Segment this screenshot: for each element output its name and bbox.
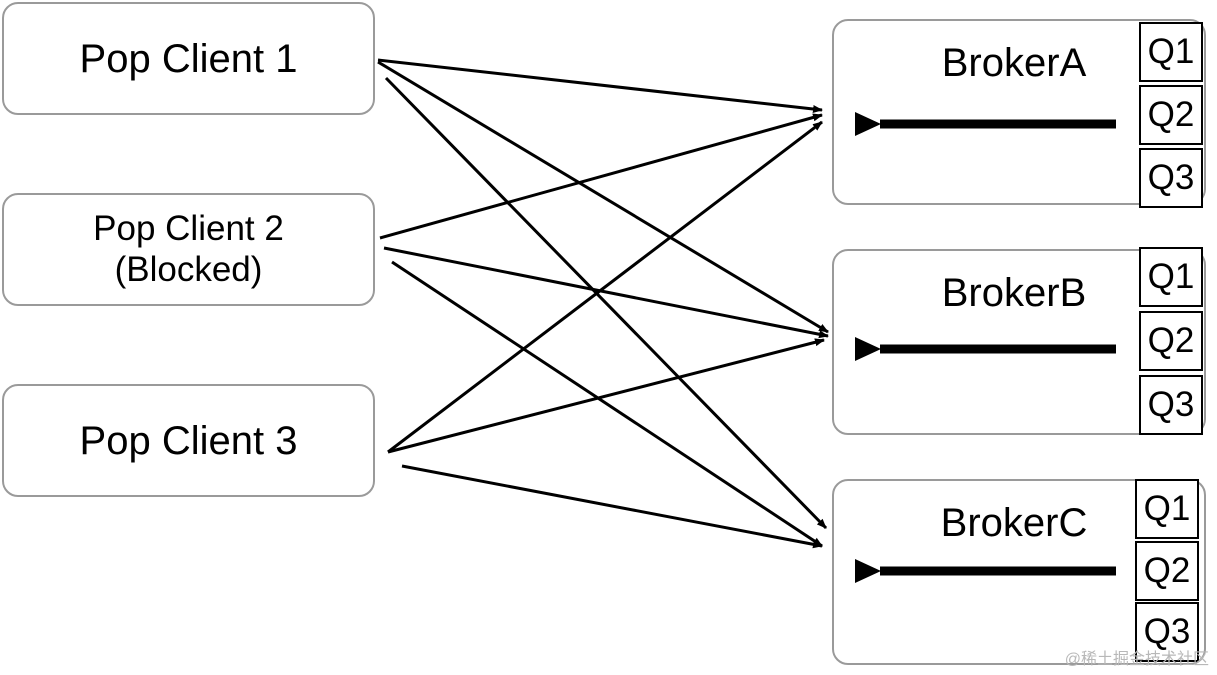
arrow-client1-brokerC [384, 76, 828, 530]
arrow-client2-brokerA [379, 113, 823, 240]
broker-c-name: BrokerC [940, 501, 1088, 545]
broker-b-name: BrokerB [941, 271, 1087, 315]
pop-client-2: Pop Client 2 (Blocked) [2, 193, 375, 306]
broker-a-queue-q1: Q1 [1139, 22, 1203, 82]
pop-client-1-label: Pop Client 1 [79, 36, 298, 81]
broker-c-queue-q1: Q1 [1135, 479, 1199, 539]
broker-b-queue-q2: Q2 [1139, 311, 1203, 371]
pop-client-1: Pop Client 1 [2, 2, 375, 115]
broker-a-queue-q2: Q2 [1139, 85, 1203, 145]
arrow-client2-brokerB [383, 246, 829, 339]
arrow-client3-brokerA [387, 120, 823, 454]
broker-c-queue-q3: Q3 [1135, 602, 1199, 662]
pop-client-2-label: Pop Client 2 [93, 209, 284, 249]
arrow-client3-brokerC [401, 464, 823, 549]
arrow-client1-brokerA [377, 58, 823, 113]
pop-client-2-status: (Blocked) [114, 249, 263, 289]
pop-client-3-label: Pop Client 3 [79, 418, 298, 463]
arrow-client1-brokerB [377, 60, 829, 334]
broker-c-queue-q2: Q2 [1135, 541, 1199, 601]
pop-client-3: Pop Client 3 [2, 384, 375, 497]
broker-b-queue-q1: Q1 [1139, 247, 1203, 307]
watermark-text: @稀土掘金技术社区 [1064, 651, 1209, 668]
broker-b-queue-q3: Q3 [1139, 375, 1203, 435]
broker-a-name: BrokerA [941, 41, 1087, 85]
arrow-client3-brokerB [387, 338, 825, 454]
broker-a-queue-q3: Q3 [1139, 148, 1203, 208]
arrow-client2-brokerC [391, 260, 823, 548]
